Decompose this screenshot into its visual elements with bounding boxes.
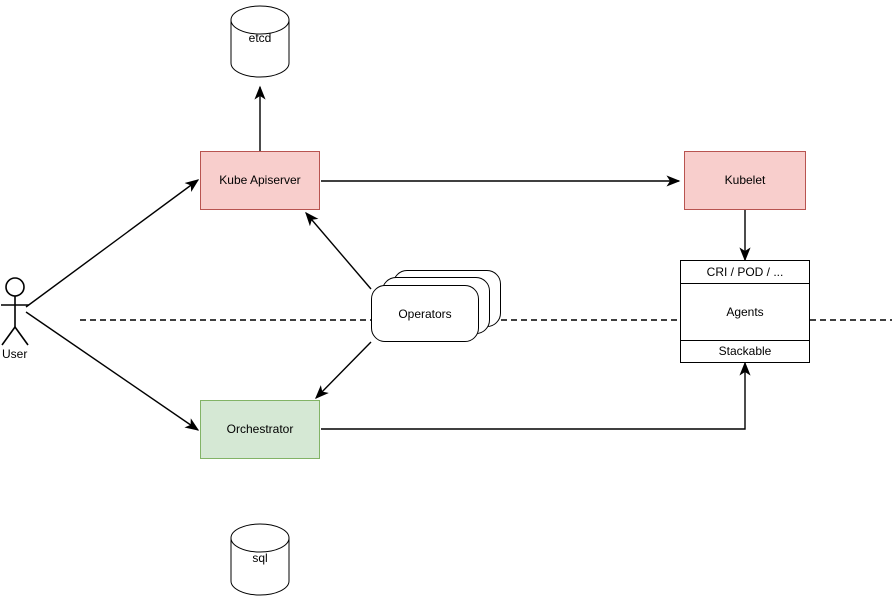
agents-middle-label: Agents (726, 304, 764, 319)
node-agents[interactable]: CRI / POD / ... Agents Stackable (680, 260, 810, 363)
agents-cri-pod-label: CRI / POD / ... (706, 265, 784, 279)
node-operators[interactable]: Operators (371, 270, 501, 342)
node-orchestrator[interactable]: Orchestrator (200, 400, 320, 459)
edge-operators-to-orchestrator (315, 341, 372, 399)
edge-operators-to-apiserver (305, 211, 372, 290)
operators-stack-layer-front (371, 285, 479, 342)
user-label: User (2, 347, 28, 361)
orchestrator-label: Orchestrator (226, 422, 294, 437)
node-kubelet[interactable]: Kubelet (684, 151, 806, 210)
kube-apiserver-label: Kube Apiserver (219, 173, 301, 188)
sql-label: sql (252, 551, 268, 565)
agents-divider-bottom (681, 340, 809, 341)
agents-divider-top (681, 283, 809, 284)
edge-user-to-orchestrator (25, 311, 200, 431)
node-kube-apiserver[interactable]: Kube Apiserver (200, 151, 320, 210)
operators-label: Operators (398, 306, 452, 321)
agents-stackable-label: Stackable (718, 344, 772, 358)
user-actor-shape (1, 277, 29, 346)
edge-orchestrator-to-stackable (321, 361, 751, 430)
etcd-label: etcd (248, 31, 272, 45)
edge-user-to-apiserver (25, 179, 200, 308)
kubelet-label: Kubelet (724, 173, 766, 188)
